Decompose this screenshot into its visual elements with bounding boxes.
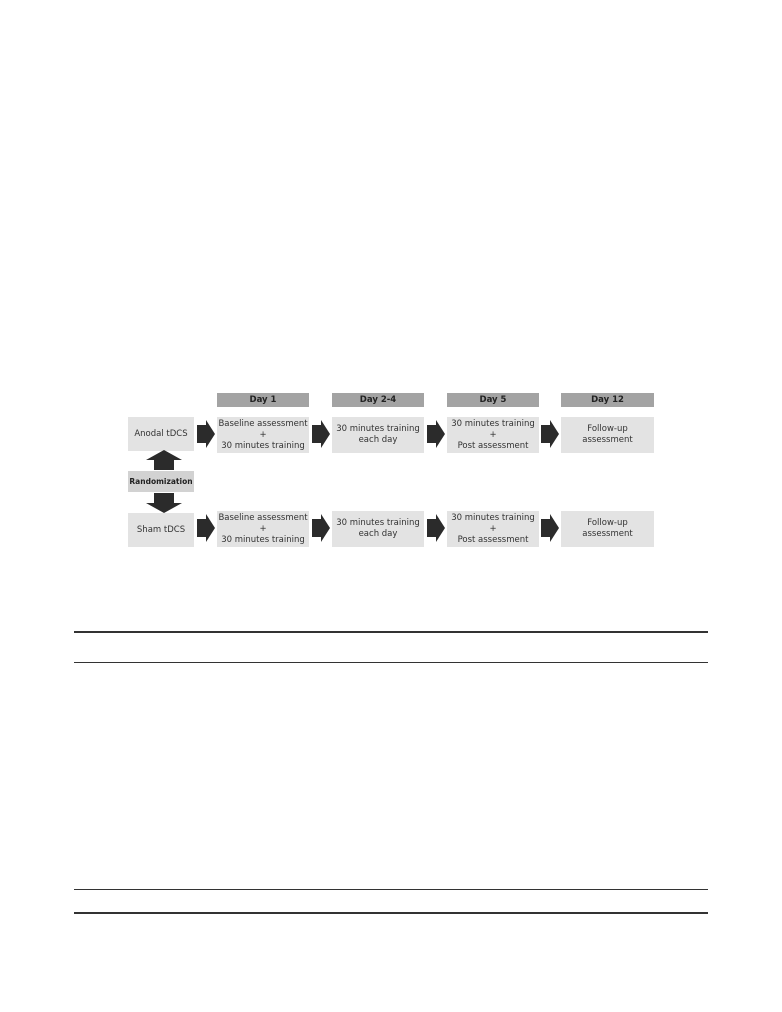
sham-day1-line-3: 30 minutes training bbox=[221, 534, 305, 545]
anodal-day12-box: Follow-up assessment bbox=[561, 417, 654, 453]
sham-day1-line-2: + bbox=[259, 523, 267, 534]
sham-arrow-1 bbox=[197, 514, 215, 542]
anodal-arm-label: Anodal tDCS bbox=[134, 428, 188, 439]
anodal-day2-4-box: 30 minutes training each day bbox=[332, 417, 424, 453]
up-arrow-to-anodal bbox=[146, 450, 182, 470]
anodal-arrow-4 bbox=[541, 420, 559, 448]
anodal-day2-4-line-1: 30 minutes training bbox=[336, 424, 420, 434]
anodal-day5-line-2: + bbox=[489, 429, 497, 440]
table-top-rule bbox=[74, 631, 708, 633]
anodal-day12-line-1: Follow-up bbox=[587, 424, 628, 434]
table-body-end-rule bbox=[74, 889, 708, 890]
down-arrow-to-sham bbox=[146, 493, 182, 513]
day-1-header: Day 1 bbox=[217, 393, 309, 407]
anodal-day5-line-1: 30 minutes training bbox=[451, 418, 535, 429]
anodal-day1-line-1: Baseline assessment bbox=[218, 418, 308, 429]
day-5-header: Day 5 bbox=[447, 393, 539, 407]
anodal-day5-box: 30 minutes training + Post assessment bbox=[447, 417, 539, 453]
sham-day2-4-line-1: 30 minutes training bbox=[336, 518, 420, 528]
anodal-day12-line-2: assessment bbox=[582, 435, 633, 445]
sham-day1-line-1: Baseline assessment bbox=[218, 512, 308, 523]
sham-day5-line-3: Post assessment bbox=[457, 534, 529, 545]
anodal-day1-box: Baseline assessment + 30 minutes trainin… bbox=[217, 417, 309, 453]
sham-arrow-2 bbox=[312, 514, 330, 542]
sham-day1-box: Baseline assessment + 30 minutes trainin… bbox=[217, 511, 309, 547]
anodal-day1-line-3: 30 minutes training bbox=[221, 440, 305, 451]
sham-day12-line-1: Follow-up bbox=[587, 518, 628, 528]
anodal-arrow-3 bbox=[427, 420, 445, 448]
sham-day12-box: Follow-up assessment bbox=[561, 511, 654, 547]
sham-day5-line-1: 30 minutes training bbox=[451, 512, 535, 523]
anodal-arm-box: Anodal tDCS bbox=[128, 417, 194, 451]
sham-arm-label: Sham tDCS bbox=[136, 524, 186, 535]
anodal-arrow-2 bbox=[312, 420, 330, 448]
sham-day12-line-2: assessment bbox=[582, 529, 633, 539]
anodal-arrow-1 bbox=[197, 420, 215, 448]
table-bottom-rule bbox=[74, 912, 708, 914]
sham-arrow-4 bbox=[541, 514, 559, 542]
sham-arrow-3 bbox=[427, 514, 445, 542]
table-header-rule bbox=[74, 662, 708, 663]
sham-day2-4-box: 30 minutes training each day bbox=[332, 511, 424, 547]
randomization-box: Randomization bbox=[128, 471, 194, 492]
anodal-day5-line-3: Post assessment bbox=[457, 440, 529, 451]
sham-arm-box: Sham tDCS bbox=[128, 513, 194, 547]
anodal-day2-4-line-2: each day bbox=[358, 435, 398, 445]
anodal-day1-line-2: + bbox=[259, 429, 267, 440]
day-2-4-header: Day 2-4 bbox=[332, 393, 424, 407]
sham-day5-line-2: + bbox=[489, 523, 497, 534]
day-12-header: Day 12 bbox=[561, 393, 654, 407]
sham-day5-box: 30 minutes training + Post assessment bbox=[447, 511, 539, 547]
sham-day2-4-line-2: each day bbox=[358, 529, 398, 539]
